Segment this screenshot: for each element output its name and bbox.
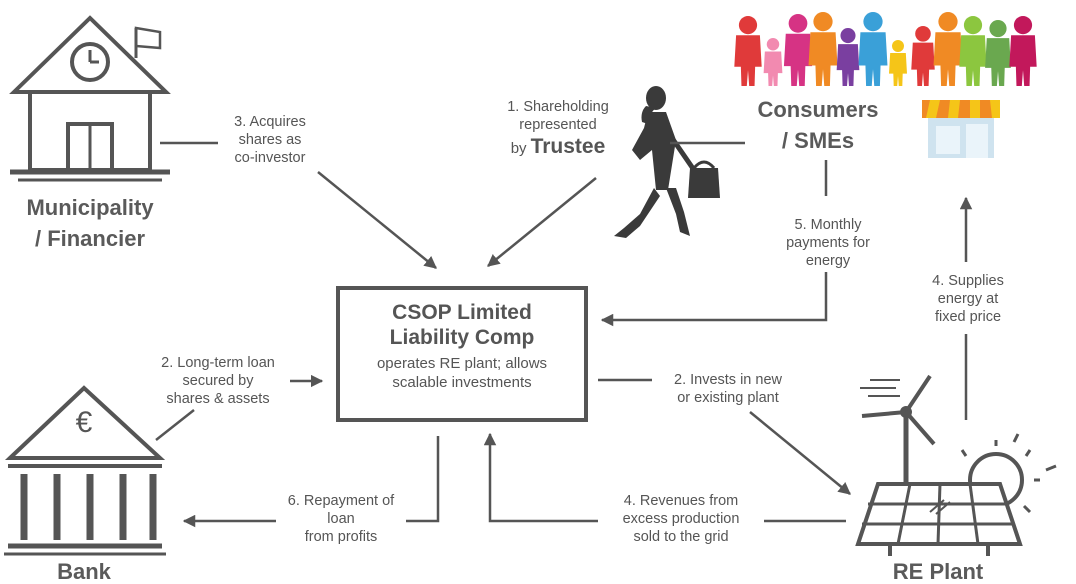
consumers-label-line1: Consumers [757, 97, 879, 122]
csop-company-box: CSOP Limited Liability Comp operates RE … [336, 286, 588, 422]
csop-title-line2: Liability Comp [389, 326, 535, 349]
flow-text: excess production [622, 511, 740, 527]
flow-label-acquires: 3. Acquires shares as co-investor [218, 113, 322, 167]
flow-text: energy [805, 253, 851, 269]
arrow-acquires [317, 171, 437, 269]
person-figure [889, 40, 907, 86]
consumers-people-icon [734, 12, 1037, 86]
person-figure [836, 28, 860, 86]
trustee-silhouette-icon [614, 86, 720, 238]
person-figure [985, 20, 1011, 86]
person-figure [808, 12, 838, 86]
connector-bank [155, 409, 195, 441]
person-figure [783, 14, 813, 86]
trustee-line: by Trustee [490, 134, 626, 162]
person-figure [734, 16, 762, 86]
flow-label-invests: 2. Invests in new or existing plant [652, 371, 804, 407]
person-figure [858, 12, 888, 86]
arrow-revenues [483, 432, 598, 523]
arrow-invests [749, 411, 851, 495]
flow-label-revenues: 4. Revenues from excess production sold … [598, 492, 764, 546]
flow-label-repayment: 6. Repayment of loan from profits [276, 492, 406, 546]
flow-label-supplies: 4. Supplies energy at fixed price [912, 272, 1024, 326]
flow-text: loan [327, 511, 355, 527]
trustee-name: Trustee [530, 135, 606, 158]
flow-text: shares & assets [166, 391, 270, 407]
connector-repayment [402, 436, 440, 523]
flow-text: co-investor [234, 150, 306, 166]
person-figure [933, 12, 963, 86]
person-figure [763, 38, 783, 86]
person-figure [1009, 16, 1037, 86]
euro-symbol: € [75, 406, 93, 439]
municipality-label-line2: / Financier [34, 226, 146, 251]
flow-label-shareholding: 1. Shareholding represented by Trustee [488, 98, 628, 162]
re-plant-icon [855, 374, 1057, 556]
flow-text: or existing plant [677, 390, 779, 406]
flow-text: payments for [786, 235, 870, 251]
flow-text: 2. Long-term loan [161, 355, 275, 371]
consumers-label-line2: / SMEs [781, 128, 855, 153]
person-figure [959, 16, 987, 86]
consumers-label: Consumers / SMEs [734, 94, 902, 156]
flow-text: shares as [238, 132, 302, 148]
flow-text: 4. Revenues from [623, 493, 739, 509]
flow-label-monthly: 5. Monthly payments for energy [766, 216, 890, 270]
flow-text: fixed price [934, 309, 1002, 325]
csop-title-line1: CSOP Limited [392, 301, 532, 324]
municipality-building-icon [9, 15, 171, 182]
flow-text: 5. Monthly [794, 217, 862, 233]
flow-label-loan: 2. Long-term loan secured by shares & as… [146, 354, 290, 408]
flow-text: 4. Supplies [932, 273, 1004, 289]
flow-text: 2. Invests in new [674, 372, 782, 388]
municipality-label-line1: Municipality [26, 195, 154, 220]
arrow-monthly [600, 272, 828, 327]
arrow-shareholding [487, 177, 597, 267]
csop-desc-line1: operates RE plant; allows [376, 355, 548, 372]
bank-building-icon [4, 385, 166, 556]
re-plant-label: RE Plant [892, 559, 984, 584]
trustee-prefix: by [510, 140, 527, 157]
flow-text: sold to the grid [633, 529, 729, 545]
flow-text: represented [519, 117, 597, 133]
flow-text: 1. Shareholding [507, 99, 609, 115]
shop-icon [922, 100, 1000, 158]
flow-text: energy at [937, 291, 999, 307]
bank-label: Bank [57, 559, 111, 584]
flow-text: 6. Repayment of [287, 493, 395, 509]
flow-text: from profits [304, 529, 378, 545]
csop-desc-line2: scalable investments [392, 374, 532, 391]
municipality-label: Municipality / Financier [14, 192, 166, 254]
person-figure [911, 26, 935, 86]
flow-text: secured by [182, 373, 254, 389]
flow-text: 3. Acquires [234, 114, 306, 130]
